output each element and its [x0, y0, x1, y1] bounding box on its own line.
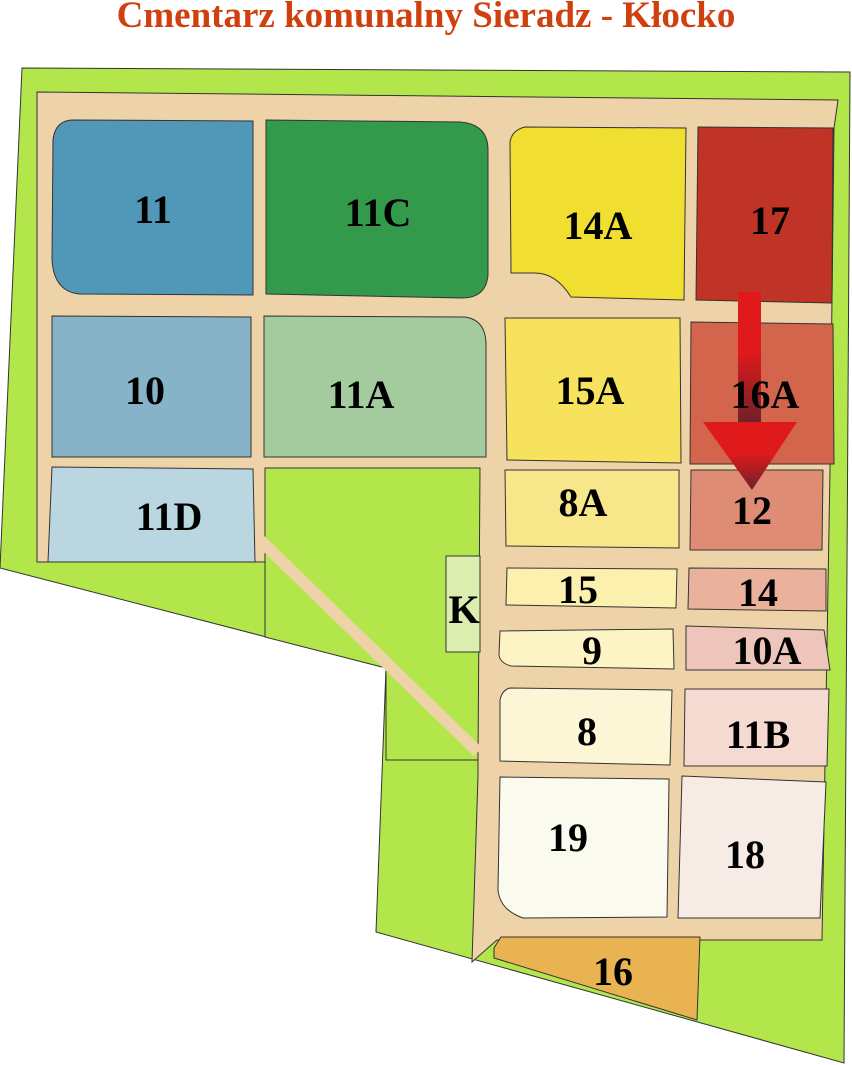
- plot-label: 10A: [733, 628, 802, 673]
- plot-k[interactable]: [445, 555, 481, 653]
- plot-15a[interactable]: [504, 317, 682, 464]
- plot-12[interactable]: [689, 469, 824, 551]
- plot-label: 18: [725, 832, 765, 877]
- plot-label: 16: [593, 949, 633, 994]
- plot-11a[interactable]: [263, 315, 487, 458]
- plot-labels: 11 11C 14A 17 10 11A 15A 16A 11D 8A 12K 15 14 9 10A 8 11…: [125, 187, 802, 994]
- plot-11b[interactable]: [683, 688, 830, 767]
- plot-11c[interactable]: [265, 119, 489, 299]
- plot-18[interactable]: [677, 775, 827, 919]
- plot-label: 12: [732, 488, 772, 533]
- plot-10a[interactable]: [685, 625, 831, 671]
- plot-label: 16A: [731, 372, 800, 417]
- plot-8a[interactable]: [504, 469, 680, 549]
- plot-label: 15A: [556, 368, 625, 413]
- diagonal-path: [253, 533, 483, 757]
- plot-14a[interactable]: [509, 126, 687, 301]
- plot-label: 17: [750, 198, 790, 243]
- plot-label: K: [448, 587, 479, 632]
- plot-label: 9: [582, 628, 602, 673]
- plot-15[interactable]: [505, 567, 678, 609]
- green-field: [264, 467, 481, 761]
- plot-label: 14: [738, 570, 778, 615]
- plot-label: 11A: [328, 372, 395, 417]
- plot-label: 11: [134, 187, 172, 232]
- plot-label: 10: [125, 368, 165, 413]
- map-title: Cmentarz komunalny Sieradz - Kłocko: [116, 0, 736, 36]
- plot-10[interactable]: [51, 315, 252, 458]
- plot-label: 11C: [345, 190, 412, 235]
- plot-8[interactable]: [499, 687, 673, 766]
- plot-11[interactable]: [51, 119, 254, 296]
- plot-14[interactable]: [687, 567, 827, 612]
- plot-label: 11D: [136, 494, 203, 539]
- plot-17[interactable]: [695, 126, 834, 304]
- plot-9[interactable]: [498, 628, 675, 670]
- plot-19[interactable]: [497, 776, 670, 919]
- plot-label: 15: [558, 567, 598, 612]
- plot-label: 11B: [726, 712, 790, 757]
- plot-11d[interactable]: [47, 466, 256, 563]
- direction-arrow-icon: [703, 292, 797, 490]
- plot-label: 8: [577, 709, 597, 754]
- plot-label: 14A: [564, 203, 633, 248]
- plot-label: 8A: [559, 480, 608, 525]
- plot-label: 19: [548, 815, 588, 860]
- plot-16[interactable]: [493, 936, 701, 1021]
